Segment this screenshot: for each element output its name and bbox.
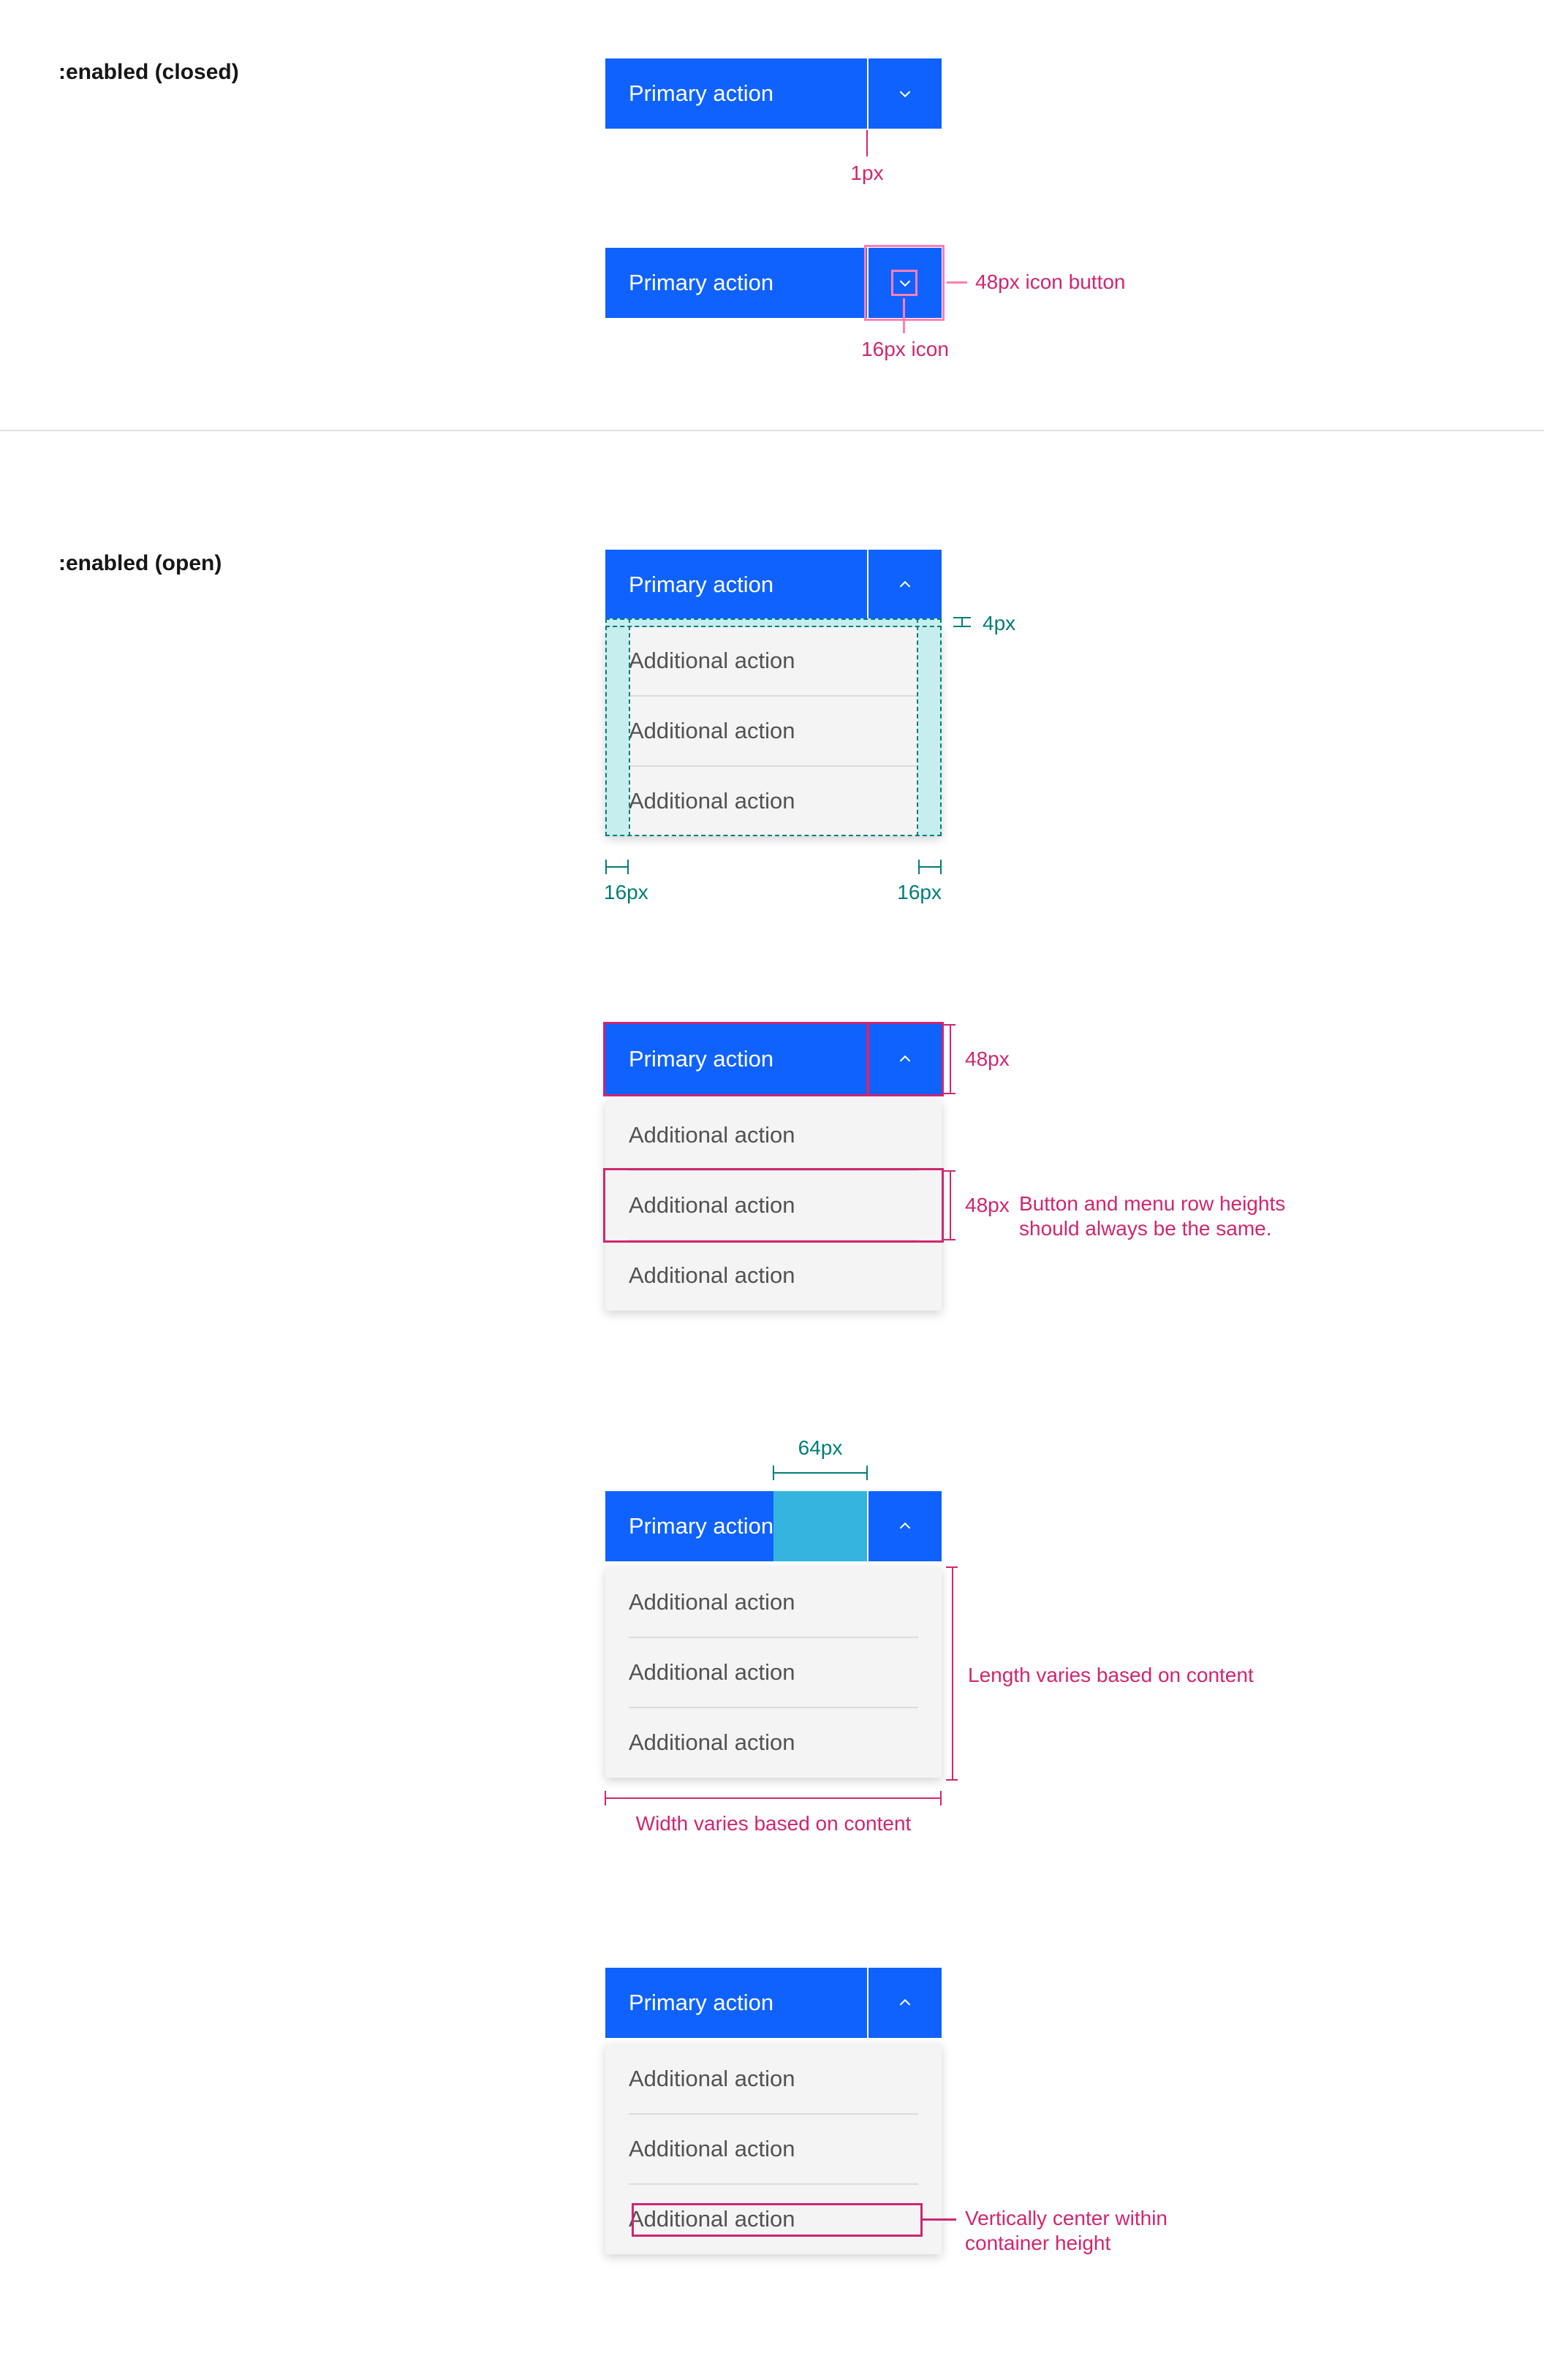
menu-item[interactable]: Additional action [605, 765, 942, 836]
button-height-tick-bottom [944, 1093, 955, 1094]
text-line-outline [632, 2203, 923, 2237]
right-pad-label: 16px [897, 881, 942, 903]
menu-toggle-button[interactable] [868, 550, 942, 620]
menu-item[interactable]: Additional action [605, 2183, 942, 2254]
icon-size-label: 16px icon [861, 338, 949, 360]
menu-row-outline [603, 1168, 944, 1243]
combo-button-open-varies-spec: Primary action 64px Additional action Ad… [605, 1436, 1254, 1835]
menu-item[interactable]: Additional action [605, 1637, 942, 1708]
button-height-measure-line [950, 1024, 951, 1094]
primary-action-button[interactable]: Primary action [605, 58, 867, 129]
menu-length-tick-bottom [946, 1779, 958, 1781]
center-note-line1: Vertically center within [965, 2207, 1168, 2229]
combo-button-open-heights-spec: Primary action Additional action Additio… [603, 1022, 1285, 1311]
right-padding-dashed-line [917, 618, 918, 836]
icon-callout-line [903, 298, 905, 333]
section-divider [0, 430, 1544, 431]
right-padding-highlight [918, 618, 942, 836]
chevron-up-icon [899, 580, 911, 588]
menu-toggle-button[interactable] [868, 58, 942, 129]
chevron-down-icon [899, 280, 911, 287]
menu-toggle-button[interactable] [868, 1491, 942, 1561]
menu-item[interactable]: Additional action [629, 648, 795, 673]
dropdown-menu: Additional action Additional action Addi… [605, 626, 942, 836]
gap-measure-tick-top [953, 617, 971, 618]
gap-measure-line [961, 618, 963, 626]
menu-length-tick-top [946, 1566, 958, 1568]
split-button: Primary action [605, 550, 942, 620]
section-heading-closed: :enabled (closed) [58, 60, 239, 84]
combo-button-closed-icon-spec: Primary action 48px icon button 16px ico… [605, 245, 1126, 360]
section-heading-open: :enabled (open) [58, 551, 222, 575]
chevron-down-icon [899, 91, 911, 98]
dropdown-menu: Additional action Additional action Addi… [605, 2044, 942, 2254]
icon-button-size-label: 48px icon button [975, 270, 1126, 293]
row-height-tick-top [944, 1170, 955, 1172]
spacing-tick-right [866, 1466, 868, 1480]
combo-button-open-center-spec: Primary action Additional action Additio… [605, 1968, 1168, 2254]
divider-callout-line [866, 130, 868, 156]
icon-button-callout-line [947, 281, 967, 284]
menu-item[interactable]: Additional action [605, 1240, 942, 1311]
menu-item[interactable]: Additional action [629, 2066, 795, 2091]
primary-action-button[interactable]: Primary action [605, 248, 867, 318]
label-spacing-highlight [773, 1491, 867, 1561]
row-height-tick-bottom [944, 1239, 955, 1240]
chevron-up-icon [899, 1055, 911, 1062]
menu-toggle-button[interactable] [868, 248, 942, 318]
gap-highlight [605, 618, 942, 627]
menu-item[interactable]: Additional action [605, 695, 942, 766]
chevron-up-icon [899, 1998, 911, 2006]
chevron-up-icon [899, 1522, 911, 1529]
primary-action-button[interactable]: Primary action [605, 550, 867, 620]
left-padding-highlight [605, 618, 629, 836]
dropdown-menu: Additional action Additional action Addi… [605, 1100, 942, 1311]
icon-bounds-outline [891, 270, 917, 296]
menu-toggle-button[interactable] [868, 1968, 942, 2038]
primary-button-outline [603, 1022, 869, 1096]
button-height-label: 48px [965, 1047, 1010, 1070]
split-button: Primary action [605, 248, 942, 318]
heights-note-line2: should always be the same. [1019, 1217, 1272, 1240]
center-note-line2: container height [965, 2232, 1111, 2254]
icon-button-outline [866, 1022, 944, 1096]
split-button: Primary action [605, 1024, 942, 1094]
menu-top-dashed-line [605, 626, 942, 627]
row-height-measure-line [950, 1170, 951, 1240]
right-pad-measure-line [918, 866, 942, 868]
split-button: Primary action [605, 1968, 942, 2038]
spacing-measure-line [773, 1472, 867, 1474]
menu-item[interactable]: Additional action [605, 1170, 942, 1240]
button-height-tick-top [944, 1024, 955, 1026]
menu-length-measure-line [952, 1567, 953, 1781]
left-padding-dashed-line [629, 618, 630, 836]
center-callout-line [923, 2218, 956, 2221]
row-height-label: 48px [965, 1194, 1010, 1216]
menu-item[interactable]: Additional action [629, 1589, 795, 1615]
menu-bounds-dashed-box [605, 618, 942, 836]
left-pad-measure-line [605, 866, 629, 868]
dropdown-menu: Additional action Additional action Addi… [605, 1567, 942, 1778]
width-note-label: Width varies based on content [635, 1812, 912, 1835]
menu-item[interactable]: Additional action [605, 2113, 942, 2184]
heights-note-line1: Button and menu row heights [1019, 1192, 1286, 1215]
menu-item[interactable]: Additional action [629, 1122, 795, 1148]
gap-measure-tick-bottom [953, 626, 971, 627]
length-note-label: Length varies based on content [968, 1664, 1254, 1686]
combo-button-closed: Primary action 1px [605, 58, 942, 184]
combo-button-open-padding-spec: Primary action Additional action Additio… [604, 550, 1015, 903]
primary-action-button[interactable]: Primary action [605, 1968, 867, 2038]
split-button: Primary action [605, 58, 942, 129]
spacing-size-label: 64px [798, 1436, 843, 1459]
menu-item[interactable]: Additional action [605, 1707, 942, 1778]
divider-width-label: 1px [850, 162, 884, 184]
primary-action-button[interactable]: Primary action [605, 1024, 867, 1094]
gap-size-label: 4px [983, 612, 1016, 634]
left-pad-label: 16px [604, 881, 648, 903]
menu-width-measure-line [605, 1797, 942, 1799]
menu-toggle-button[interactable] [868, 1024, 942, 1094]
